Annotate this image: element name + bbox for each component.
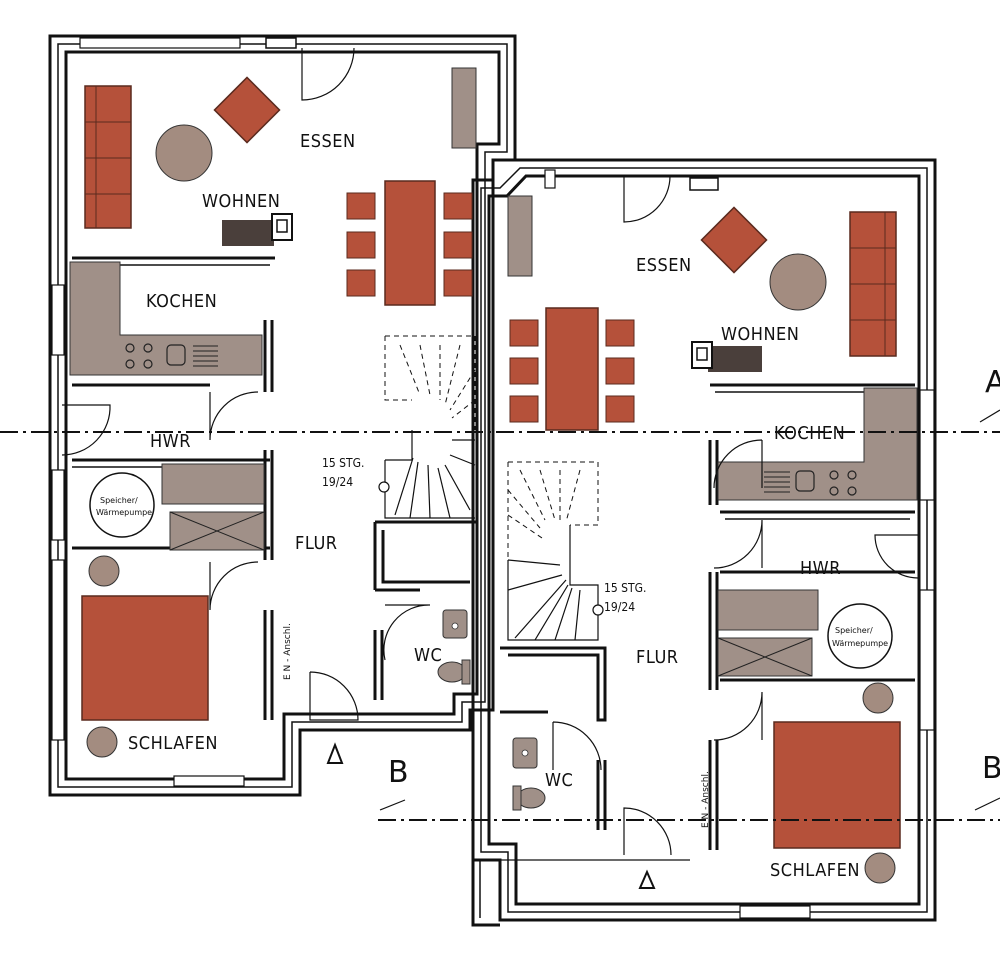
right-schlafen-label: SCHLAFEN <box>770 860 860 881</box>
left-hwr-label: HWR <box>150 431 191 452</box>
right-stair <box>507 461 604 641</box>
section-a-label: A <box>985 365 1000 400</box>
right-essen-label: ESSEN <box>636 255 692 276</box>
left-wohnen-label: WOHNEN <box>202 191 280 212</box>
right-flur-label: FLUR <box>636 647 679 668</box>
right-unit-walls <box>471 158 937 927</box>
left-stair <box>378 335 476 519</box>
right-furniture <box>507 195 918 884</box>
left-stair-ratio: 19/24 <box>322 475 353 489</box>
left-essen-label: ESSEN <box>300 131 356 152</box>
right-hwr-label: HWR <box>800 558 841 579</box>
right-wohnen-label: WOHNEN <box>721 324 799 345</box>
left-heatpump-line2: Wärmepumpe <box>96 508 152 517</box>
left-heatpump-line1: Speicher/ <box>100 496 138 505</box>
right-heatpump-line2: Wärmepumpe <box>832 639 888 648</box>
right-wc-label: WC <box>545 770 573 791</box>
left-meter-note: E N - Anschl. <box>283 623 293 680</box>
left-unit-walls <box>48 34 517 797</box>
right-stair-ratio: 19/24 <box>604 600 635 614</box>
left-stair-count: 15 STG. <box>322 456 364 470</box>
left-furniture <box>69 67 477 758</box>
left-wc-label: WC <box>414 645 442 666</box>
section-b-label-right: B <box>982 751 1000 786</box>
section-b-label-left: B <box>388 755 409 790</box>
right-meter-note: E N - Anschl. <box>701 771 711 828</box>
right-heatpump-line1: Speicher/ <box>835 626 873 635</box>
left-kochen-label: KOCHEN <box>146 291 217 312</box>
right-room-labels: ESSEN WOHNEN KOCHEN HWR FLUR WC SCHLAFEN… <box>545 255 888 881</box>
right-stair-count: 15 STG. <box>604 581 646 595</box>
left-schlafen-label: SCHLAFEN <box>128 733 218 754</box>
left-flur-label: FLUR <box>295 533 338 554</box>
right-kochen-label: KOCHEN <box>774 423 845 444</box>
left-room-labels: ESSEN WOHNEN KOCHEN HWR FLUR WC SCHLAFEN… <box>96 131 442 754</box>
door-swings <box>61 47 919 856</box>
section-lines: A B B <box>0 365 1000 889</box>
